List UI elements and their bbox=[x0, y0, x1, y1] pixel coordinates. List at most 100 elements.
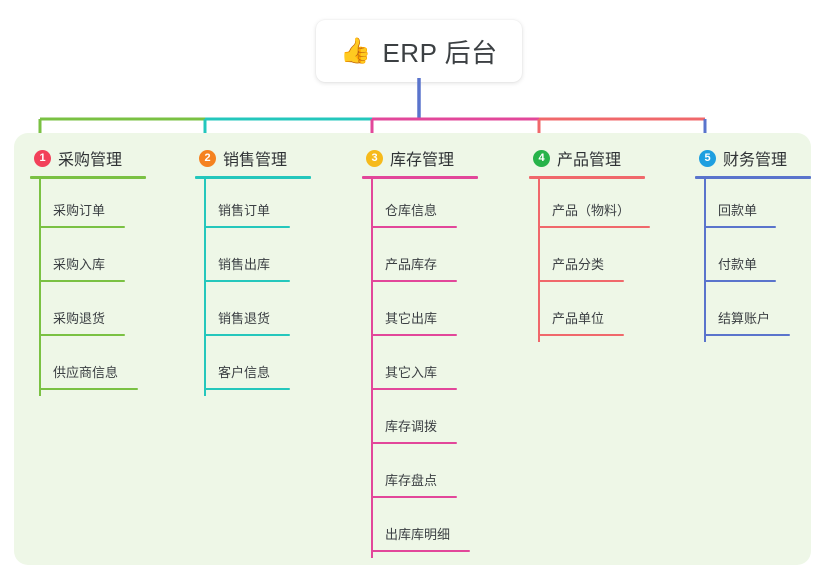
branch-item-list: 采购订单采购入库采购退货供应商信息 bbox=[30, 179, 138, 395]
branch-item-underline bbox=[39, 334, 125, 336]
branch-item[interactable]: 产品分类 bbox=[529, 233, 624, 287]
branch-item[interactable]: 付款单 bbox=[695, 233, 787, 287]
branch-item-list: 仓库信息产品库存其它出库其它入库库存调拨库存盘点出库库明细 bbox=[362, 179, 470, 557]
branch-item-underline bbox=[704, 280, 776, 282]
branch-number-badge: 2 bbox=[199, 149, 216, 167]
branch-header-5[interactable]: 5 财务管理 bbox=[695, 146, 787, 170]
branch-item-label: 采购订单 bbox=[53, 203, 106, 218]
branch-title-label: 库存管理 bbox=[390, 152, 455, 169]
branch-item-label: 产品（物料） bbox=[552, 203, 631, 218]
branch-item[interactable]: 回款单 bbox=[695, 179, 787, 233]
branch-item[interactable]: 供应商信息 bbox=[30, 341, 138, 395]
branch-item-label: 库存调拨 bbox=[385, 419, 438, 434]
branch-column-5: 5 财务管理回款单付款单结算账户 bbox=[695, 146, 811, 342]
branch-item-label: 回款单 bbox=[718, 203, 758, 218]
branch-header-underline bbox=[695, 176, 811, 179]
branch-item[interactable]: 出库库明细 bbox=[362, 503, 470, 557]
branch-column-4: 4 产品管理产品（物料） 产品分类产品单位 bbox=[529, 146, 650, 342]
branch-item-underline bbox=[204, 226, 290, 228]
branch-item-underline bbox=[39, 280, 125, 282]
branch-item-label: 付款单 bbox=[718, 257, 758, 272]
branch-item-underline bbox=[704, 226, 776, 228]
branch-item-underline bbox=[39, 388, 138, 390]
branch-item-label: 其它入库 bbox=[385, 365, 438, 380]
branch-item[interactable]: 仓库信息 bbox=[362, 179, 457, 233]
branch-item-label: 出库库明细 bbox=[385, 527, 451, 542]
branch-item[interactable]: 采购订单 bbox=[30, 179, 125, 233]
branch-item-underline bbox=[39, 226, 125, 228]
branch-title-label: 财务管理 bbox=[723, 152, 788, 169]
branch-header-underline bbox=[195, 176, 311, 179]
branch-header-underline bbox=[362, 176, 478, 179]
branch-item[interactable]: 销售出库 bbox=[195, 233, 290, 287]
branch-item-label: 库存盘点 bbox=[385, 473, 438, 488]
branch-header-1[interactable]: 1 采购管理 bbox=[30, 146, 122, 170]
branch-number-badge: 4 bbox=[533, 149, 550, 167]
branch-stem bbox=[704, 179, 706, 342]
branch-item-label: 产品分类 bbox=[552, 257, 605, 272]
branch-item-label: 其它出库 bbox=[385, 311, 438, 326]
branch-item-underline bbox=[704, 334, 790, 336]
branch-item-label: 产品库存 bbox=[385, 257, 438, 272]
branch-title-label: 销售管理 bbox=[223, 152, 288, 169]
branch-item[interactable]: 产品（物料） bbox=[529, 179, 650, 233]
branch-header-underline bbox=[30, 176, 146, 179]
branch-item-label: 产品单位 bbox=[552, 311, 605, 326]
branch-item-underline bbox=[371, 442, 457, 444]
branch-item[interactable]: 采购退货 bbox=[30, 287, 125, 341]
branch-item-list: 产品（物料） 产品分类产品单位 bbox=[529, 179, 650, 341]
branch-item-label: 结算账户 bbox=[718, 311, 771, 326]
branch-number-badge: 5 bbox=[699, 149, 716, 167]
branch-header-4[interactable]: 4 产品管理 bbox=[529, 146, 621, 170]
branch-stem bbox=[371, 179, 373, 558]
branch-item[interactable]: 销售订单 bbox=[195, 179, 290, 233]
branch-item-list: 回款单付款单结算账户 bbox=[695, 179, 790, 341]
branch-item-underline bbox=[371, 226, 457, 228]
branch-stem bbox=[538, 179, 540, 342]
branch-item-label: 客户信息 bbox=[218, 365, 271, 380]
root-node-erp-backend[interactable]: 👍 ERP 后台 bbox=[316, 20, 522, 82]
branch-panel-background bbox=[14, 133, 811, 565]
branch-header-underline bbox=[529, 176, 645, 179]
branch-title-label: 产品管理 bbox=[557, 152, 622, 169]
branch-item[interactable]: 产品库存 bbox=[362, 233, 457, 287]
branch-item[interactable]: 库存调拨 bbox=[362, 395, 457, 449]
branch-item[interactable]: 结算账户 bbox=[695, 287, 790, 341]
branch-item-underline bbox=[371, 550, 470, 552]
branch-item-underline bbox=[371, 496, 457, 498]
branch-item-list: 销售订单销售出库销售退货客户信息 bbox=[195, 179, 290, 395]
branch-item-underline bbox=[204, 334, 290, 336]
branch-item[interactable]: 产品单位 bbox=[529, 287, 624, 341]
branch-stem bbox=[204, 179, 206, 396]
branch-item[interactable]: 库存盘点 bbox=[362, 449, 457, 503]
branch-header-2[interactable]: 2 销售管理 bbox=[195, 146, 287, 170]
branch-column-2: 2 销售管理销售订单销售出库销售退货客户信息 bbox=[195, 146, 311, 396]
branch-stem bbox=[39, 179, 41, 396]
branch-item-underline bbox=[371, 388, 457, 390]
branch-item-underline bbox=[538, 280, 624, 282]
branch-item-label: 仓库信息 bbox=[385, 203, 438, 218]
branch-title-label: 采购管理 bbox=[58, 152, 123, 169]
branch-number-badge: 1 bbox=[34, 149, 51, 167]
branch-column-1: 1 采购管理采购订单采购入库采购退货供应商信息 bbox=[30, 146, 146, 396]
branch-item-underline bbox=[371, 280, 457, 282]
root-node-label: ERP 后台 bbox=[382, 37, 498, 68]
branch-item-underline bbox=[371, 334, 457, 336]
branch-item[interactable]: 客户信息 bbox=[195, 341, 290, 395]
branch-number-badge: 3 bbox=[366, 149, 383, 167]
branch-item[interactable]: 采购入库 bbox=[30, 233, 125, 287]
branch-item-underline bbox=[204, 280, 290, 282]
thumbs-up-icon: 👍 bbox=[340, 36, 372, 65]
branch-item[interactable]: 其它入库 bbox=[362, 341, 457, 395]
branch-item-label: 销售订单 bbox=[218, 203, 271, 218]
branch-item[interactable]: 其它出库 bbox=[362, 287, 457, 341]
branch-item-label: 采购入库 bbox=[53, 257, 106, 272]
branch-item-label: 销售出库 bbox=[218, 257, 271, 272]
branch-header-3[interactable]: 3 库存管理 bbox=[362, 146, 454, 170]
branch-item[interactable]: 销售退货 bbox=[195, 287, 290, 341]
branch-item-underline bbox=[538, 334, 624, 336]
branch-item-underline bbox=[538, 226, 650, 228]
branch-item-underline bbox=[204, 388, 290, 390]
branch-item-label: 采购退货 bbox=[53, 311, 106, 326]
